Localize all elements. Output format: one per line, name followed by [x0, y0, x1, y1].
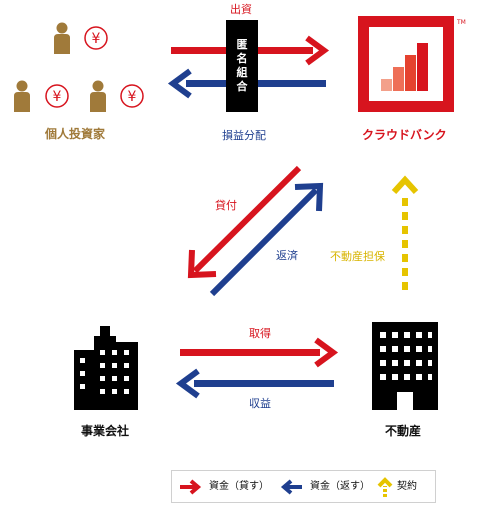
loan-arrow — [187, 165, 302, 279]
svg-text:¥: ¥ — [92, 31, 101, 47]
legend-blue-arrow-icon — [280, 479, 302, 495]
repayment-label: 返済 — [276, 249, 298, 262]
investor-figure-left — [14, 80, 30, 112]
yen-coin-icon: ¥ — [45, 84, 69, 108]
company-label: 事業会社 — [81, 424, 130, 438]
legend-funds-return: 資金（返す） — [310, 481, 370, 492]
revenue-arrow — [175, 368, 334, 399]
investors-label: 個人投資家 — [45, 127, 106, 141]
svg-text:¥: ¥ — [53, 89, 62, 105]
repayment-arrow — [209, 182, 324, 297]
svg-text:TM: TM — [456, 19, 466, 26]
revenue-label: 収益 — [249, 397, 271, 410]
acquisition-arrow — [180, 337, 339, 368]
real-estate-collateral-label: 不動産担保 — [330, 250, 385, 263]
svg-text:¥: ¥ — [128, 89, 137, 105]
legend-funds-lend: 資金（貸す） — [209, 481, 269, 492]
profit-distribution-label: 損益分配 — [222, 129, 266, 142]
legend-contract: 契約 — [397, 481, 417, 492]
yen-coin-icon: ¥ — [84, 26, 108, 50]
legend: 資金（貸す） 資金（返す） 契約 — [171, 470, 436, 503]
legend-yellow-arrow-icon — [377, 477, 393, 497]
svg-text:組: 組 — [237, 65, 248, 79]
acquisition-label: 取得 — [249, 327, 271, 340]
investor-figure-top — [54, 22, 70, 54]
real-estate-building-icon — [372, 322, 438, 410]
investor-figure-right — [90, 80, 106, 112]
svg-text:匿: 匿 — [237, 38, 248, 51]
svg-text:名: 名 — [237, 51, 248, 65]
legend-red-arrow-icon — [180, 479, 202, 495]
investment-label: 出資 — [230, 3, 252, 16]
anonymous-partnership-box: 匿 名 組 合 — [226, 20, 258, 112]
real-estate-label: 不動産 — [385, 424, 422, 438]
company-building-icon — [74, 326, 138, 410]
crowdbank-logo: TM — [358, 16, 466, 112]
collateral-arrow — [391, 175, 419, 290]
svg-text:合: 合 — [237, 79, 249, 93]
crowdbank-name: クラウドバンク — [362, 128, 447, 142]
loan-label: 貸付 — [215, 199, 237, 212]
yen-coin-icon: ¥ — [120, 84, 144, 108]
